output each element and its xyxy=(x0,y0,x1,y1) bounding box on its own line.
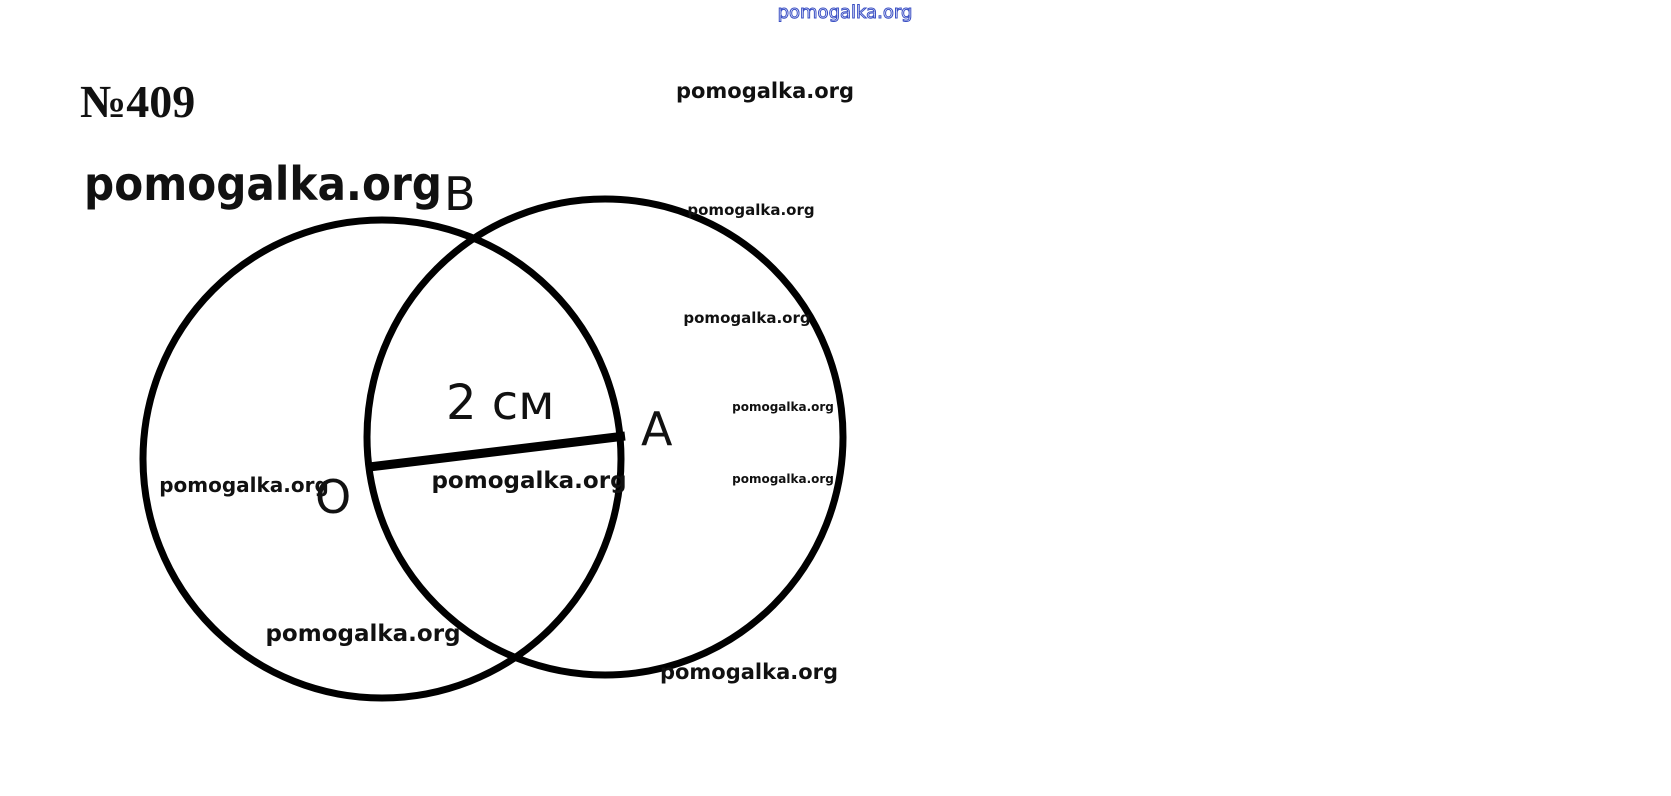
watermark: pomogalka.org xyxy=(660,660,838,684)
point-label-b: B xyxy=(444,167,476,221)
radius-label: 2 см xyxy=(446,375,554,431)
segment-oa xyxy=(368,431,626,472)
watermark: pomogalka.org xyxy=(676,79,854,103)
watermark: pomogalka.org xyxy=(431,468,626,494)
circle-centered-a xyxy=(363,195,847,679)
watermark: pomogalka.org xyxy=(732,400,834,414)
watermark: pomogalka.org xyxy=(84,157,442,211)
watermark: pomogalka.org xyxy=(732,472,834,486)
circle-centered-o xyxy=(139,216,625,702)
point-label-a: A xyxy=(641,402,673,456)
problem-number: №409 xyxy=(80,76,195,127)
watermark: pomogalka.org xyxy=(159,473,329,497)
watermark: pomogalka.org xyxy=(683,309,810,327)
point-label-o: O xyxy=(315,470,351,524)
watermark: pomogalka.org xyxy=(265,621,460,647)
header-link[interactable]: pomogalka.org xyxy=(777,2,913,24)
watermark: pomogalka.org xyxy=(687,201,814,219)
